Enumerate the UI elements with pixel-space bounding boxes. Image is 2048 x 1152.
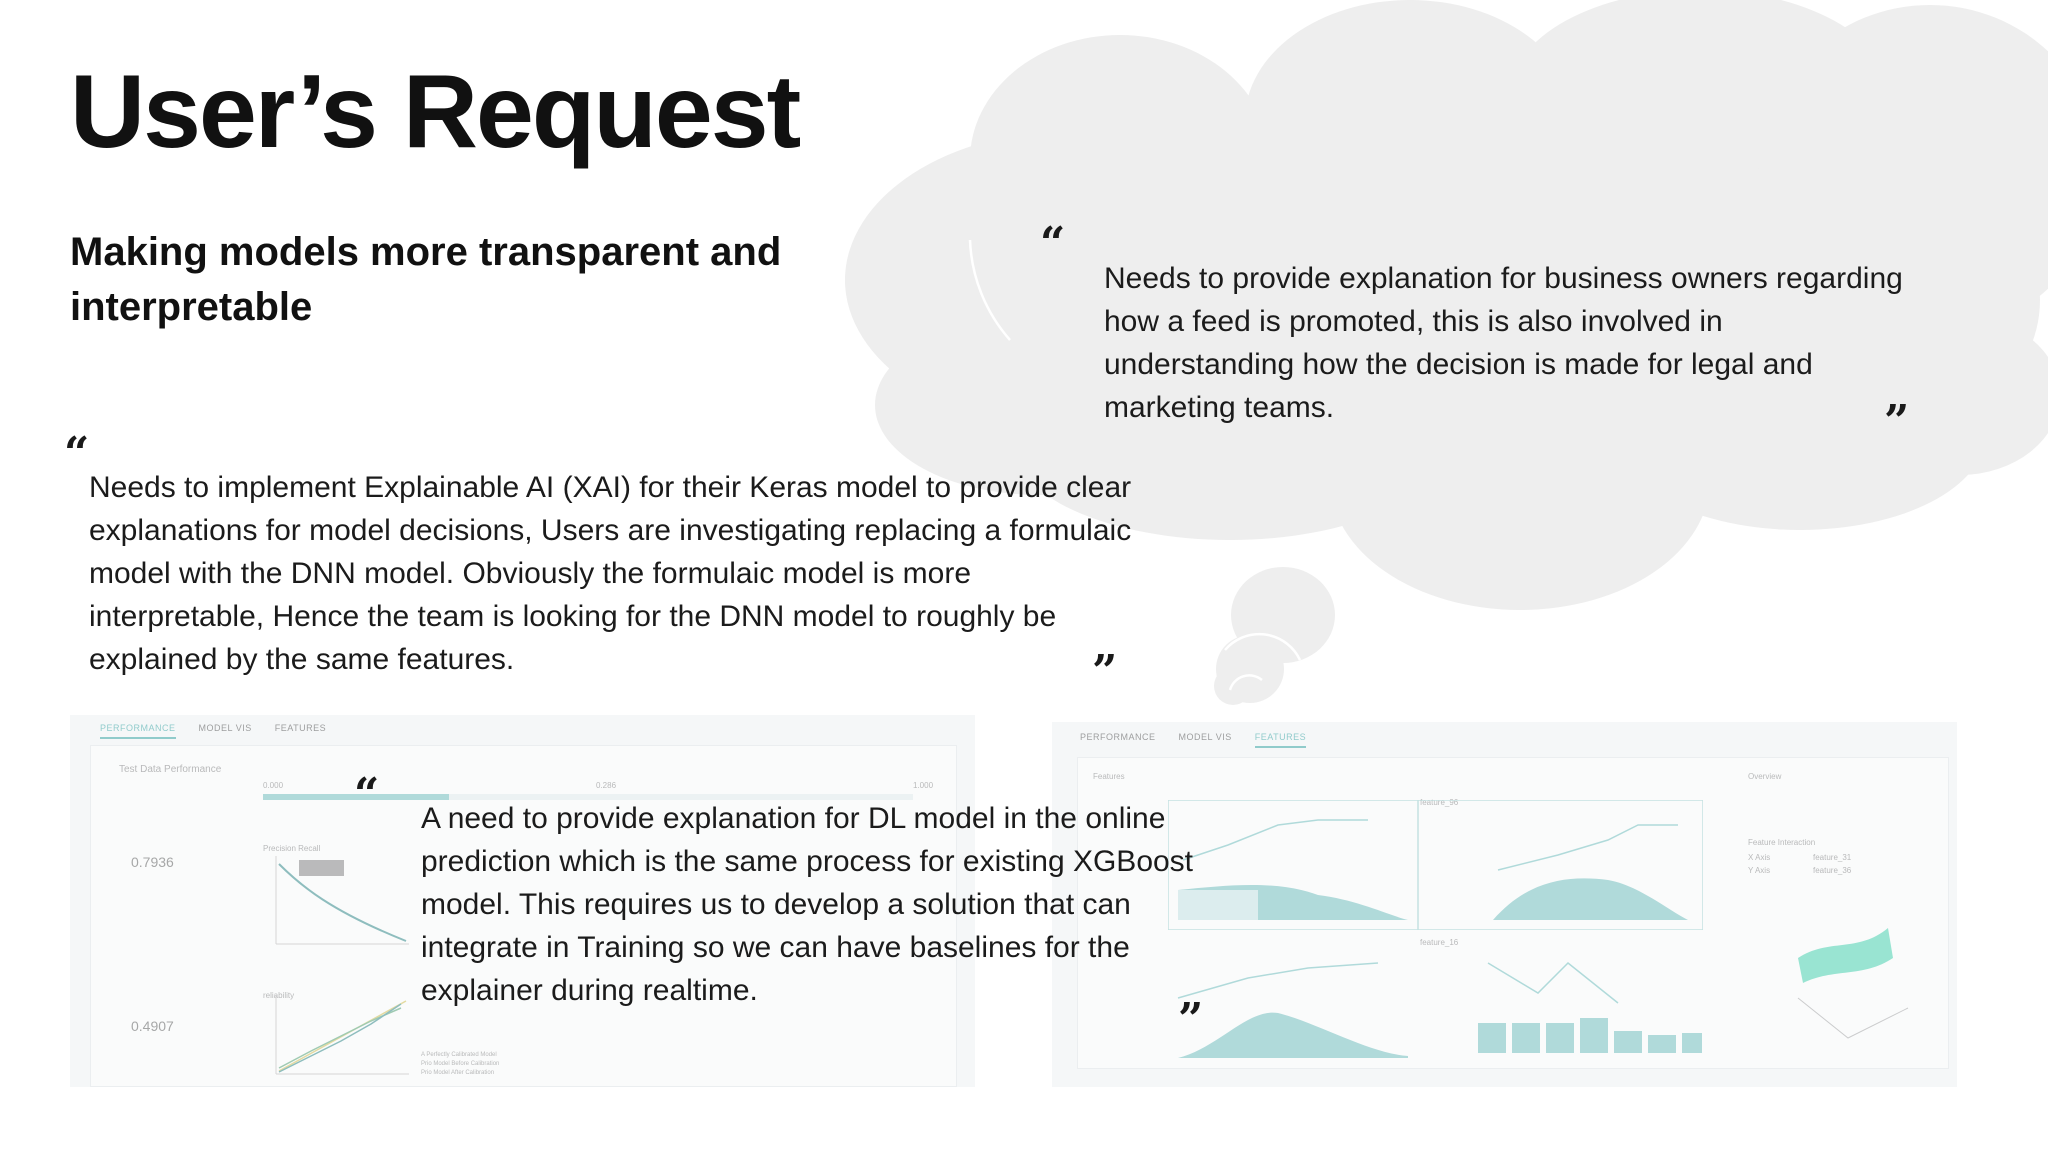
feature-b-label: feature_16 [1420, 938, 1459, 947]
tab-performance: PERFORMANCE [100, 723, 176, 739]
y-axis-value[interactable]: feature_36 [1813, 866, 1852, 875]
performance-panel: Test Data Performance 0.7936 0.4907 0.00… [90, 745, 957, 1087]
reliability-chart [275, 996, 409, 1075]
tab-features: FEATURES [1254, 732, 1307, 748]
x-axis-value[interactable]: feature_31 [1813, 853, 1852, 862]
bar-left-label: 0.000 [263, 781, 284, 790]
tab-features: FEATURES [274, 723, 327, 733]
features-panel: Features Overview feature_96 feature_16 [1077, 757, 1949, 1069]
precision-recall-chart [275, 856, 409, 945]
feature-plot-1 [1168, 800, 1418, 930]
quote-business-owners: Needs to provide explanation for busines… [1104, 262, 1903, 424]
x-axis-label: X Axis [1748, 853, 1771, 862]
open-quote-mark: “ [354, 769, 380, 820]
slide-subtitle: Making models more transparent and inter… [70, 230, 782, 330]
calibration-legend: A Perfectly Calibrated Model Prio Model … [421, 1051, 499, 1078]
overview-label: Overview [1748, 772, 1782, 781]
feature-plot-3 [1177, 962, 1408, 1058]
stat-value-1: 0.7936 [131, 854, 174, 870]
legend-item: Prio Model Before Calibration [421, 1061, 500, 1067]
open-quote-mark: “ [1040, 218, 1066, 269]
progress-fill [263, 794, 449, 800]
tab-model-vis: MODEL VIS [1178, 732, 1232, 742]
feature-a-label: feature_96 [1420, 798, 1459, 807]
chart-precision-recall-title: Precision Recall [263, 844, 321, 853]
section-title: Test Data Performance [119, 764, 222, 775]
quote-xai-keras: Needs to implement Explainable AI (XAI) … [89, 471, 1132, 676]
progress-track [263, 794, 913, 800]
legend-item: Prio Model After Calibration [421, 1070, 495, 1076]
y-axis-label: Y Axis [1748, 866, 1771, 875]
close-quote-mark: ” [1178, 994, 1204, 1045]
open-quote-mark: “ [64, 428, 90, 479]
tab-performance: PERFORMANCE [1080, 732, 1156, 742]
bar-right-label: 1.000 [913, 781, 934, 790]
legend-item: A Perfectly Calibrated Model [421, 1052, 497, 1058]
close-quote-mark: ” [1092, 646, 1118, 697]
feature-plot-4 [1478, 961, 1702, 1053]
bar-mid-label: 0.286 [596, 781, 617, 790]
quote-dl-online-prediction: A need to provide explanation for DL mod… [421, 802, 1194, 1007]
feature-interaction-3d-plot [1797, 928, 1909, 1039]
close-quote-mark: ” [1884, 396, 1910, 447]
stat-value-2: 0.4907 [131, 1018, 174, 1034]
feature-plot-2 [1418, 800, 1703, 930]
interaction-label: Feature Interaction [1748, 838, 1816, 847]
chart-reliability-title: reliability [263, 991, 295, 1000]
features-label: Features [1093, 772, 1125, 781]
slide-title: User’s Request [70, 54, 801, 170]
dashboard-screenshot-features: PERFORMANCE MODEL VIS FEATURES Features … [1052, 722, 1957, 1087]
dashboard-screenshot-performance: PERFORMANCE MODEL VIS FEATURES Test Data… [70, 715, 975, 1087]
tab-model-vis: MODEL VIS [198, 723, 252, 733]
